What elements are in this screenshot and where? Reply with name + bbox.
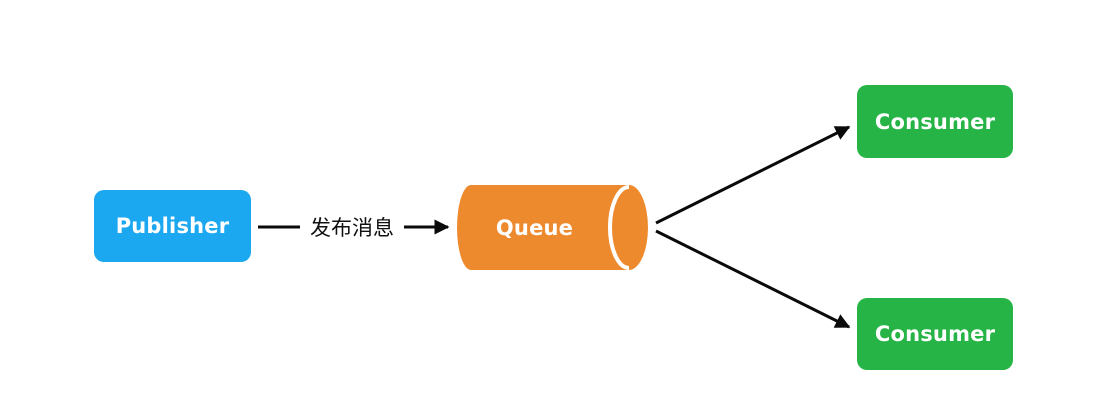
node-publisher-label: Publisher — [115, 214, 230, 238]
node-consumer-top-label: Consumer — [874, 109, 996, 134]
node-consumer-bottom-label: Consumer — [874, 322, 996, 346]
node-consumer-top: Consumer — [857, 85, 1013, 158]
queue-cylinder-shape — [457, 185, 648, 270]
edge-to-consumer-bottom-line — [655, 229, 851, 329]
edge-to-consumer-top-line — [655, 125, 851, 225]
queue-cylinder-rim-icon — [608, 185, 630, 270]
node-publisher: Publisher — [94, 190, 251, 262]
edge-publish-label: 发布消息 — [300, 210, 404, 244]
node-consumer-bottom: Consumer — [857, 298, 1013, 370]
